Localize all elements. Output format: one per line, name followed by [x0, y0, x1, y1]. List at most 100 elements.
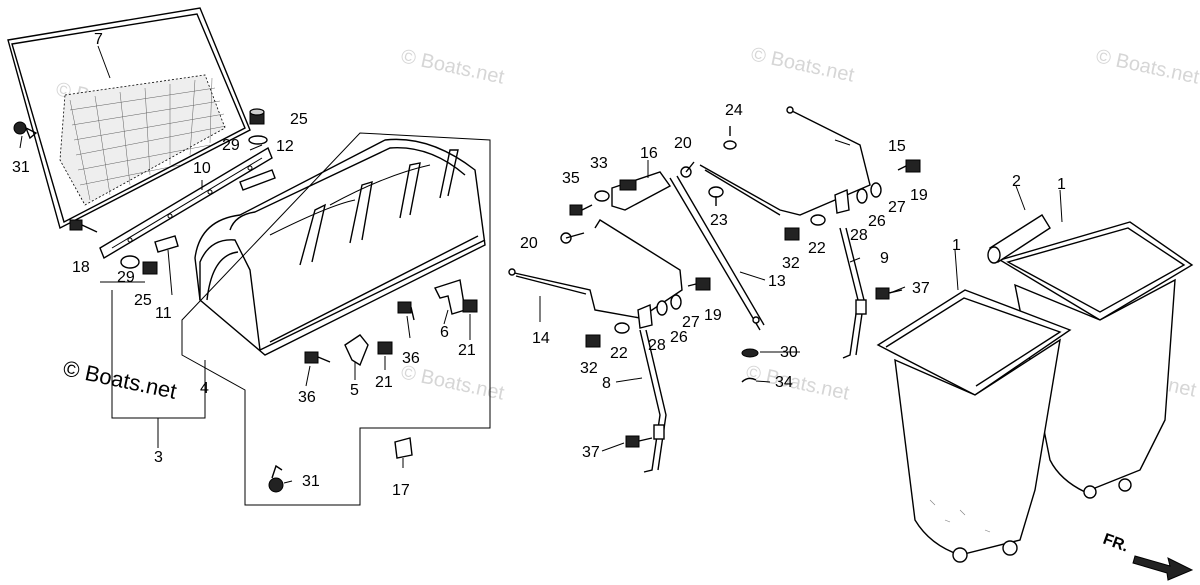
callout-25: 25 [290, 111, 308, 128]
label-plate-11 [154, 235, 179, 253]
clamp-28-b [834, 188, 850, 214]
bolt-36-b [397, 301, 415, 321]
callout-20: 20 [674, 135, 692, 152]
clamp-28-a [637, 303, 653, 329]
label-plate-12 [239, 169, 276, 191]
bolt-35 [569, 204, 593, 216]
callout-10: 10 [193, 160, 211, 177]
bracket-6 [434, 279, 466, 315]
callout-16: 16 [640, 145, 658, 162]
callout-15: 15 [888, 138, 906, 155]
callout-21: 21 [458, 342, 476, 359]
clip-31-upper [13, 121, 38, 140]
nut-21-b [462, 299, 478, 313]
callout-11: 11 [155, 305, 172, 322]
screw-20-a [560, 232, 585, 244]
bolt-36-a [304, 351, 331, 364]
direction-arrow: FR. [1101, 531, 1194, 581]
washer-29-lower [120, 255, 140, 269]
direction-label: FR. [1101, 531, 1131, 556]
callout-1: 1 [1057, 176, 1066, 193]
washer-29-upper [248, 135, 268, 145]
callout-14: 14 [532, 330, 550, 347]
callout-23: 23 [710, 212, 728, 229]
nut-32-a [585, 334, 601, 348]
nut-25-upper [249, 108, 265, 125]
callout-12: 12 [276, 138, 294, 155]
callout-22: 22 [610, 345, 628, 362]
lever-9 [839, 227, 867, 359]
callout-2: 2 [1012, 173, 1021, 190]
callout-25: 25 [134, 292, 152, 309]
spring-pin-34 [741, 377, 757, 383]
callouts: 1 1 2 3 4 5 6 7 8 9 10 11 12 13 14 15 16… [12, 31, 1066, 499]
callout-17: 17 [392, 482, 410, 499]
grass-bag-front [876, 289, 1072, 563]
group-bracket-3 [100, 281, 206, 448]
callout-5: 5 [350, 382, 359, 399]
callout-33: 33 [590, 155, 608, 172]
label-17 [394, 437, 413, 459]
callout-20: 20 [520, 235, 538, 252]
nut-32-b [784, 227, 800, 241]
callout-13: 13 [768, 273, 786, 290]
callout-37: 37 [582, 444, 600, 461]
callout-19: 19 [910, 187, 928, 204]
washer-33 [594, 190, 610, 202]
callout-4: 4 [200, 380, 209, 397]
screw-20-b [680, 161, 695, 178]
callout-26: 26 [868, 213, 886, 230]
callout-31: 31 [302, 473, 320, 490]
lever-8 [639, 329, 667, 473]
callout-32: 32 [782, 255, 800, 272]
watermark: © Boats.net [744, 361, 852, 404]
callout-29: 29 [222, 137, 240, 154]
main-cover-housing [181, 132, 491, 506]
callout-36: 36 [298, 389, 316, 406]
hinge-16 [611, 171, 672, 211]
bracket-strip [99, 146, 273, 260]
nut-25-lower [142, 261, 158, 275]
bolt-37-a [625, 435, 653, 448]
callout-31: 31 [12, 159, 30, 176]
nut-21-a [377, 341, 393, 355]
callout-37: 37 [912, 280, 930, 297]
callout-24: 24 [725, 102, 743, 119]
callout-26: 26 [670, 329, 688, 346]
watermark: © Boats.net [1094, 45, 1200, 88]
rod-13 [669, 175, 765, 331]
washer-26-a [656, 300, 668, 316]
callout-7: 7 [94, 31, 103, 48]
watermark: © Boats.net [749, 43, 857, 86]
watermark-main: © Boats.net [61, 355, 179, 403]
callout-21: 21 [375, 374, 393, 391]
pipe-2 [987, 214, 1051, 264]
bolt-18 [69, 219, 98, 233]
washer-22-b [810, 214, 826, 226]
pin-23 [708, 186, 724, 206]
callout-34: 34 [775, 374, 793, 391]
callout-1: 1 [952, 237, 961, 254]
bracket-5 [344, 334, 369, 367]
knob-19-a [687, 277, 711, 291]
callout-22: 22 [808, 240, 826, 257]
washer-30 [741, 348, 759, 358]
callout-18: 18 [72, 259, 90, 276]
callout-3: 3 [154, 449, 163, 466]
washer-22-a [614, 322, 630, 334]
washer-27-a [670, 294, 682, 310]
knob-19-b [897, 159, 921, 173]
mesh-cover-panel [7, 7, 251, 230]
callout-36: 36 [402, 350, 420, 367]
callout-19: 19 [704, 307, 722, 324]
callout-30: 30 [780, 344, 798, 361]
callout-29: 29 [117, 269, 135, 286]
callout-8: 8 [602, 375, 611, 392]
callout-28: 28 [648, 337, 666, 354]
callout-27: 27 [682, 314, 700, 331]
callout-35: 35 [562, 170, 580, 187]
callout-27: 27 [888, 199, 906, 216]
callout-28: 28 [850, 227, 868, 244]
watermark: © Boats.net [399, 45, 507, 88]
washer-27-b [870, 182, 882, 198]
